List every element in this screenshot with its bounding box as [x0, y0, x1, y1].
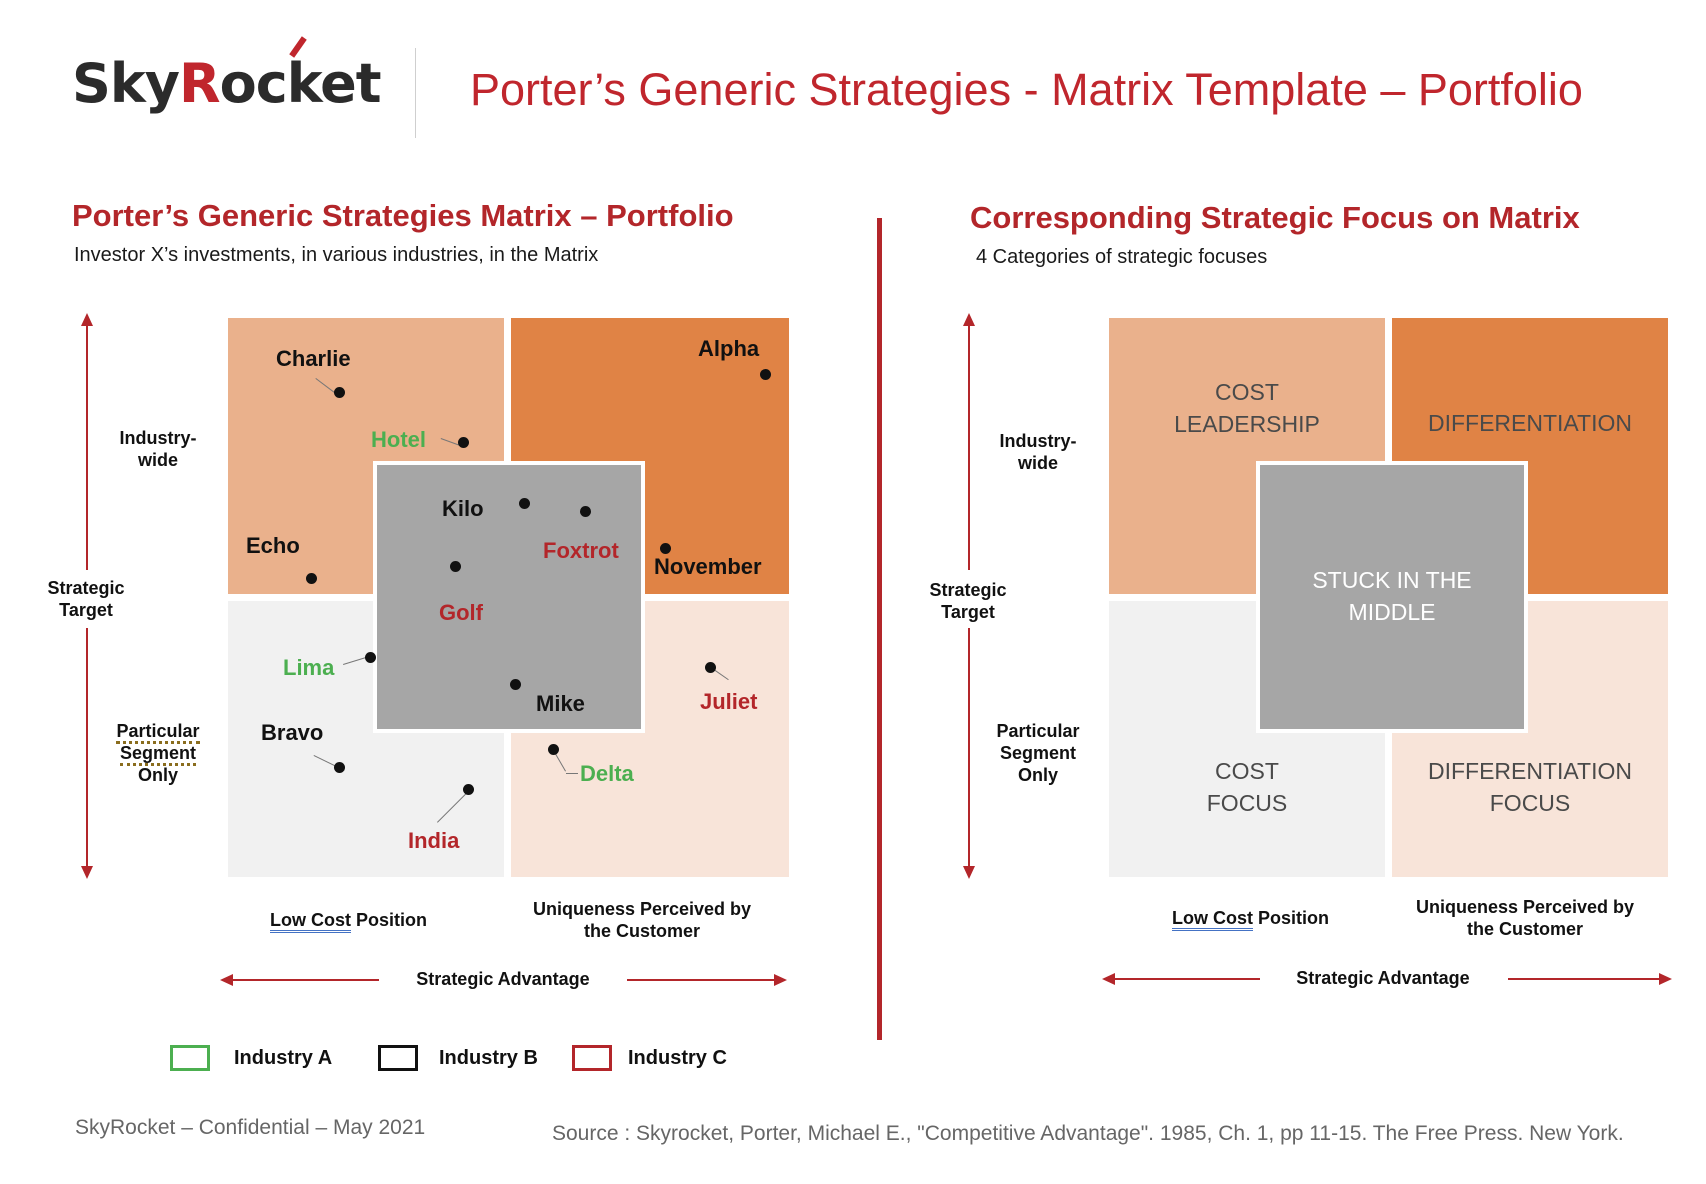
point-dot-bravo [334, 762, 345, 773]
y-axis-bottom-label-line1: Particular [116, 721, 200, 744]
point-label-mike: Mike [536, 691, 585, 716]
y-axis-line-top [86, 325, 88, 570]
right-y-axis-arrow-down-icon [963, 866, 975, 879]
right-y-axis-title: Strategic Target [929, 580, 1007, 622]
footer-source: Source : Skyrocket, Porter, Michael E., … [552, 1122, 1624, 1145]
point-label-foxtrot: Foxtrot [543, 538, 619, 563]
right-y-axis-bottom-label: Particular Segment Only [996, 721, 1080, 785]
point-dot-foxtrot [580, 506, 591, 517]
right-x-axis-arrow-right-icon [1659, 973, 1672, 985]
x-axis-left-label: Low Cost Position [270, 909, 470, 933]
label-differentiation: DIFFERENTIATION [1427, 410, 1632, 436]
y-axis-line-bottom [86, 628, 88, 868]
y-axis-top-label: Industry- wide [119, 428, 197, 470]
panel-divider [877, 218, 882, 1040]
x-axis-line-left [232, 979, 379, 981]
right-y-axis-line-top [968, 325, 970, 570]
point-label-india: India [408, 828, 460, 853]
point-label-echo: Echo [246, 533, 300, 558]
point-label-november: November [654, 554, 762, 579]
point-dot-kilo [519, 498, 530, 509]
point-dot-delta [548, 744, 559, 755]
point-dot-golf [450, 561, 461, 572]
right-panel-subtitle: 4 Categories of strategic focuses [976, 246, 1268, 268]
y-axis-arrow-down-icon [81, 866, 93, 879]
header-divider [415, 48, 416, 138]
legend-label-industry-b: Industry B [439, 1047, 538, 1069]
legend-swatch-industry-c [572, 1045, 612, 1071]
label-cost-leadership: COST LEADERSHIP [1174, 379, 1320, 437]
point-dot-juliet [705, 662, 716, 673]
point-dot-lima [365, 652, 376, 663]
point-dot-november [660, 543, 671, 554]
right-panel-title: Corresponding Strategic Focus on Matrix [970, 200, 1580, 235]
right-y-axis-top-label: Industry- wide [999, 431, 1077, 473]
legend-label-industry-a: Industry A [234, 1047, 333, 1069]
point-dot-echo [306, 573, 317, 584]
left-panel-title: Porter’s Generic Strategies Matrix – Por… [72, 198, 734, 233]
point-label-juliet: Juliet [700, 689, 758, 714]
page-title: Porter’s Generic Strategies - Matrix Tem… [470, 64, 1583, 115]
legend-label-industry-c: Industry C [628, 1047, 727, 1069]
x-axis-right-label: Uniqueness Perceived by the Customer [532, 899, 752, 941]
right-x-axis-title: Strategic Advantage [1296, 968, 1470, 988]
point-label-delta: Delta [580, 761, 634, 786]
logo-text-sky: Sky [72, 52, 180, 115]
point-label-lima: Lima [283, 655, 335, 680]
label-differentiation-focus: DIFFERENTIATION FOCUS [1427, 758, 1632, 816]
right-x-axis-left-label-underlined: Low Cost [1172, 908, 1253, 931]
y-axis-title: Strategic Target [47, 578, 125, 620]
right-quadrant-stuck-in-middle [1256, 461, 1528, 733]
legend-swatch-industry-b [378, 1045, 418, 1071]
y-axis-arrow-up-icon [81, 313, 93, 326]
x-axis-arrow-right-icon [774, 974, 787, 986]
footer-confidential: SkyRocket – Confidential – May 2021 [75, 1116, 426, 1139]
point-dot-hotel [458, 437, 469, 448]
point-label-charlie: Charlie [276, 346, 351, 371]
point-label-kilo: Kilo [442, 496, 484, 521]
x-axis-left-label-underlined: Low Cost [270, 910, 351, 933]
right-x-axis-right-label: Uniqueness Perceived by the Customer [1415, 897, 1635, 939]
point-dot-charlie [334, 387, 345, 398]
left-panel-subtitle: Investor X’s investments, in various ind… [74, 244, 599, 266]
label-cost-focus: COST FOCUS [1206, 758, 1288, 816]
quadrant-stuck-in-middle [373, 461, 645, 733]
y-axis-bottom-label-line2: Segment [119, 743, 197, 766]
point-label-alpha: Alpha [698, 336, 760, 361]
point-label-hotel: Hotel [371, 427, 426, 452]
point-dot-alpha [760, 369, 771, 380]
x-axis-title: Strategic Advantage [416, 969, 590, 989]
point-dot-india [463, 784, 474, 795]
y-axis-bottom-label: Particular Segment Only [108, 720, 208, 786]
x-axis-left-label-rest: Position [351, 910, 427, 930]
point-label-bravo: Bravo [261, 720, 324, 745]
right-x-axis-arrow-left-icon [1102, 973, 1115, 985]
y-axis-bottom-label-line3: Only [137, 765, 178, 785]
logo-text-r: R [179, 36, 307, 115]
right-y-axis-arrow-up-icon [963, 313, 975, 326]
right-y-axis-line-bottom [968, 628, 970, 868]
right-x-axis-line-right [1508, 978, 1660, 980]
right-x-axis-left-label-rest: Position [1253, 908, 1329, 928]
x-axis-line-right [627, 979, 775, 981]
leader-line-delta-2 [566, 773, 578, 774]
label-stuck-in-the-middle: STUCK IN THE MIDDLE [1312, 567, 1472, 625]
right-x-axis-left-label: Low Cost Position [1172, 907, 1372, 931]
point-dot-mike [510, 679, 521, 690]
logo-text-ocket: ocket [219, 52, 382, 115]
legend-swatch-industry-a [170, 1045, 210, 1071]
right-x-axis-line-left [1114, 978, 1260, 980]
x-axis-arrow-left-icon [220, 974, 233, 986]
point-label-golf: Golf [439, 600, 483, 625]
